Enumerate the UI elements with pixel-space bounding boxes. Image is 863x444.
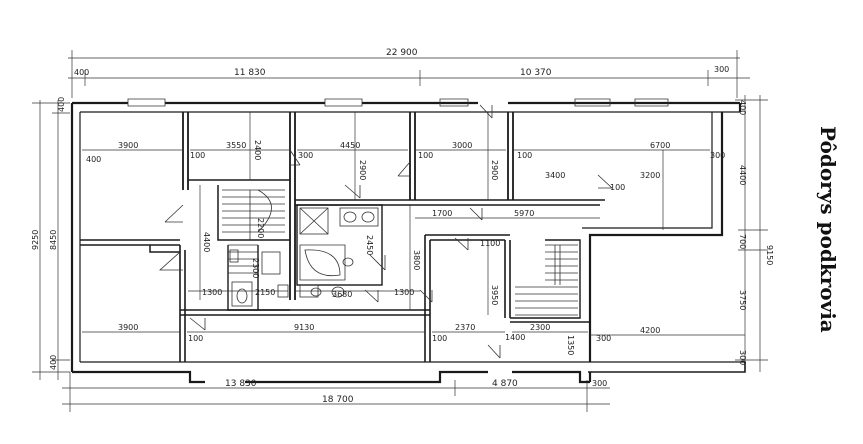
dim-left-outer: 9250 — [31, 230, 40, 250]
outer-walls — [70, 98, 746, 384]
dim-left-bottom: 400 — [49, 355, 58, 370]
dim-right-upper: 4400 — [738, 165, 747, 185]
room-5-depth: 3200 — [640, 171, 660, 180]
wall-1300: 1300 — [394, 288, 414, 297]
wall-1700: 1700 — [432, 209, 452, 218]
dim-right-lower: 3750 — [738, 290, 747, 310]
wall-1100: 1100 — [480, 239, 500, 248]
depth-3950: 3950 — [490, 285, 499, 305]
wall-300-b: 300 — [710, 151, 725, 160]
dim-right-outer: 9150 — [765, 245, 774, 265]
room-4-width: 3000 — [452, 141, 472, 150]
depth-1350: 1350 — [566, 335, 575, 355]
depth-2450: 2450 — [365, 235, 374, 255]
wall-2200-label: 2200 — [256, 218, 265, 238]
depth-2300: 2300 — [251, 258, 260, 278]
right-bottom-width: 4200 — [640, 326, 660, 335]
wc-width: 2150 — [255, 288, 275, 297]
wall-300-a: 300 — [298, 151, 313, 160]
dim-top-right: 10 370 — [520, 68, 552, 78]
plan-title: Pôdorys podkrovia — [816, 126, 840, 333]
wall-100-b: 100 — [418, 151, 433, 160]
dim-top-total: 22 900 — [386, 48, 418, 58]
depth-4400: 4400 — [202, 232, 211, 252]
room-1-width: 3900 — [118, 141, 138, 150]
wall-100-d: 100 — [610, 183, 625, 192]
depth-2900-b: 2900 — [490, 160, 499, 180]
dimension-labels: 22 900 400 11 830 10 370 300 13 830 4 87… — [31, 48, 774, 405]
door-swings — [158, 104, 613, 359]
staircase-left — [222, 189, 285, 274]
dim-top-left: 11 830 — [234, 68, 266, 78]
bottom-left-width: 3900 — [118, 323, 138, 332]
depth-3800: 3800 — [412, 250, 421, 270]
depth-2400: 2400 — [253, 140, 262, 160]
room-mid-width: 2370 — [455, 323, 475, 332]
room-5-width: 6700 — [650, 141, 670, 150]
dim-bottom-right: 4 870 — [492, 379, 518, 389]
wall-100-a: 100 — [190, 151, 205, 160]
room-dimension-lines — [82, 112, 745, 336]
wall-100-e: 100 — [432, 334, 447, 343]
hall-width: 5970 — [514, 209, 534, 218]
room-labels: 3900 3550 4450 3000 6700 3400 3200 400 1… — [86, 140, 725, 355]
dimension-lines — [32, 50, 768, 412]
dim-right-mid: 700 — [738, 234, 747, 249]
wall-100-f: 100 — [188, 334, 203, 343]
bath-width: 3680 — [332, 290, 352, 299]
dim-top-end-left: 400 — [74, 68, 89, 77]
dim-left-inner: 8450 — [49, 230, 58, 250]
room-3-width: 4450 — [340, 141, 360, 150]
inner-walls — [80, 112, 605, 362]
dim-right-bottom-seg: 300 — [738, 350, 747, 365]
staircase-right — [515, 244, 578, 316]
room-2-width: 3550 — [226, 141, 246, 150]
dim-top-end-right: 300 — [714, 65, 729, 74]
dim-right-top-seg: 400 — [738, 100, 747, 115]
corridor-len: 9130 — [294, 323, 314, 332]
small-width: 1300 — [202, 288, 222, 297]
dim-bottom-total: 18 700 — [322, 395, 354, 405]
stair-width: 2300 — [530, 323, 550, 332]
dim-bottom-end: 300 — [592, 379, 607, 388]
wall-100-c: 100 — [517, 151, 532, 160]
wall-300-c: 300 — [596, 334, 611, 343]
wall-1400: 1400 — [505, 333, 525, 342]
depth-2900-a: 2900 — [358, 160, 367, 180]
dim-left-top: 400 — [57, 97, 66, 112]
room-5-sub: 3400 — [545, 171, 565, 180]
wall-400-left: 400 — [86, 155, 101, 164]
dim-bottom-mid: 13 830 — [225, 379, 257, 389]
